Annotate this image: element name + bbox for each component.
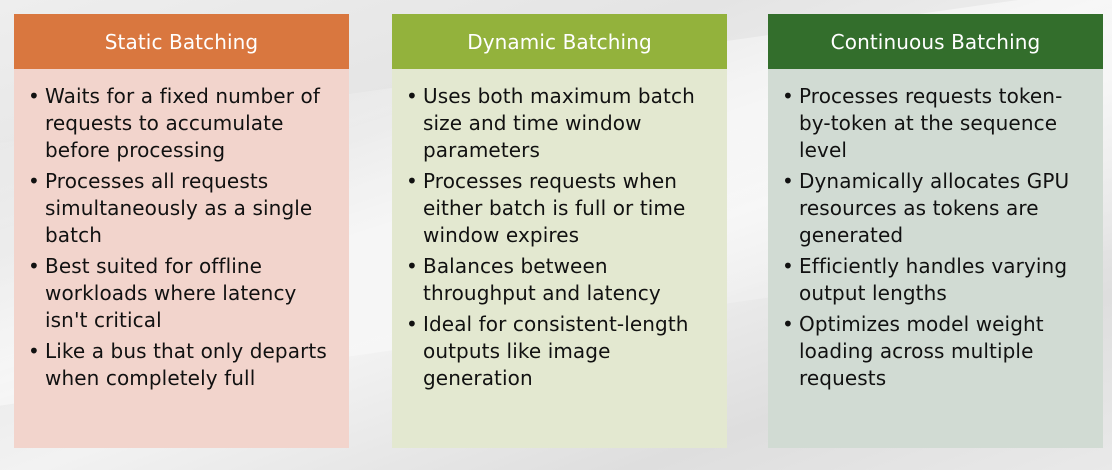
dynamic-batching-title: Dynamic Batching bbox=[467, 29, 652, 54]
static-batching-title: Static Batching bbox=[104, 29, 259, 54]
bullet-dot-icon: • bbox=[406, 84, 418, 108]
continuous-batching-bullets: •Processes requests token-by-token at th… bbox=[780, 83, 1091, 392]
bullet-text: Ideal for consistent-length outputs like… bbox=[423, 312, 689, 390]
bullet-text: Efficiently handles varying output lengt… bbox=[799, 254, 1068, 305]
continuous-batching-title: Continuous Batching bbox=[830, 29, 1041, 54]
bullet-dot-icon: • bbox=[28, 84, 40, 108]
bullet-item: •Optimizes model weight loading across m… bbox=[780, 311, 1091, 392]
bullet-text: Uses both maximum batch size and time wi… bbox=[423, 84, 695, 162]
bullet-dot-icon: • bbox=[406, 169, 418, 193]
bullet-dot-icon: • bbox=[782, 254, 794, 278]
bullet-text: Processes requests when either batch is … bbox=[423, 169, 686, 247]
bullet-text: Waits for a fixed number of requests to … bbox=[45, 84, 320, 162]
dynamic-batching-body: •Uses both maximum batch size and time w… bbox=[392, 69, 727, 448]
dynamic-batching-header: Dynamic Batching bbox=[392, 14, 727, 69]
bullet-text: Like a bus that only departs when comple… bbox=[45, 339, 327, 390]
bullet-item: •Processes all requests simultaneously a… bbox=[26, 168, 337, 249]
static-batching-body: •Waits for a fixed number of requests to… bbox=[14, 69, 349, 448]
bullet-dot-icon: • bbox=[28, 339, 40, 363]
static-batching-bullets: •Waits for a fixed number of requests to… bbox=[26, 83, 337, 392]
bullet-item: •Dynamically allocates GPU resources as … bbox=[780, 168, 1091, 249]
bullet-item: •Uses both maximum batch size and time w… bbox=[404, 83, 715, 164]
bullet-item: •Like a bus that only departs when compl… bbox=[26, 338, 337, 392]
bullet-dot-icon: • bbox=[28, 169, 40, 193]
bullet-item: •Waits for a fixed number of requests to… bbox=[26, 83, 337, 164]
dynamic-batching-bullets: •Uses both maximum batch size and time w… bbox=[404, 83, 715, 392]
bullet-text: Dynamically allocates GPU resources as t… bbox=[799, 169, 1070, 247]
bullet-item: •Efficiently handles varying output leng… bbox=[780, 253, 1091, 307]
bullet-dot-icon: • bbox=[782, 169, 794, 193]
bullet-item: •Processes requests token-by-token at th… bbox=[780, 83, 1091, 164]
bullet-item: •Best suited for offline workloads where… bbox=[26, 253, 337, 334]
dynamic-batching-card: Dynamic Batching •Uses both maximum batc… bbox=[392, 14, 727, 448]
bullet-dot-icon: • bbox=[406, 312, 418, 336]
bullet-item: •Balances between throughput and latency bbox=[404, 253, 715, 307]
bullet-text: Optimizes model weight loading across mu… bbox=[799, 312, 1044, 390]
bullet-dot-icon: • bbox=[28, 254, 40, 278]
bullet-text: Balances between throughput and latency bbox=[423, 254, 661, 305]
bullet-dot-icon: • bbox=[782, 312, 794, 336]
continuous-batching-body: •Processes requests token-by-token at th… bbox=[768, 69, 1103, 448]
bullet-text: Processes requests token-by-token at the… bbox=[799, 84, 1063, 162]
static-batching-card: Static Batching •Waits for a fixed numbe… bbox=[14, 14, 349, 448]
bullet-text: Best suited for offline workloads where … bbox=[45, 254, 297, 332]
bullet-dot-icon: • bbox=[406, 254, 418, 278]
bullet-text: Processes all requests simultaneously as… bbox=[45, 169, 313, 247]
continuous-batching-card: Continuous Batching •Processes requests … bbox=[768, 14, 1103, 448]
bullet-item: •Ideal for consistent-length outputs lik… bbox=[404, 311, 715, 392]
bullet-item: •Processes requests when either batch is… bbox=[404, 168, 715, 249]
continuous-batching-header: Continuous Batching bbox=[768, 14, 1103, 69]
static-batching-header: Static Batching bbox=[14, 14, 349, 69]
bullet-dot-icon: • bbox=[782, 84, 794, 108]
